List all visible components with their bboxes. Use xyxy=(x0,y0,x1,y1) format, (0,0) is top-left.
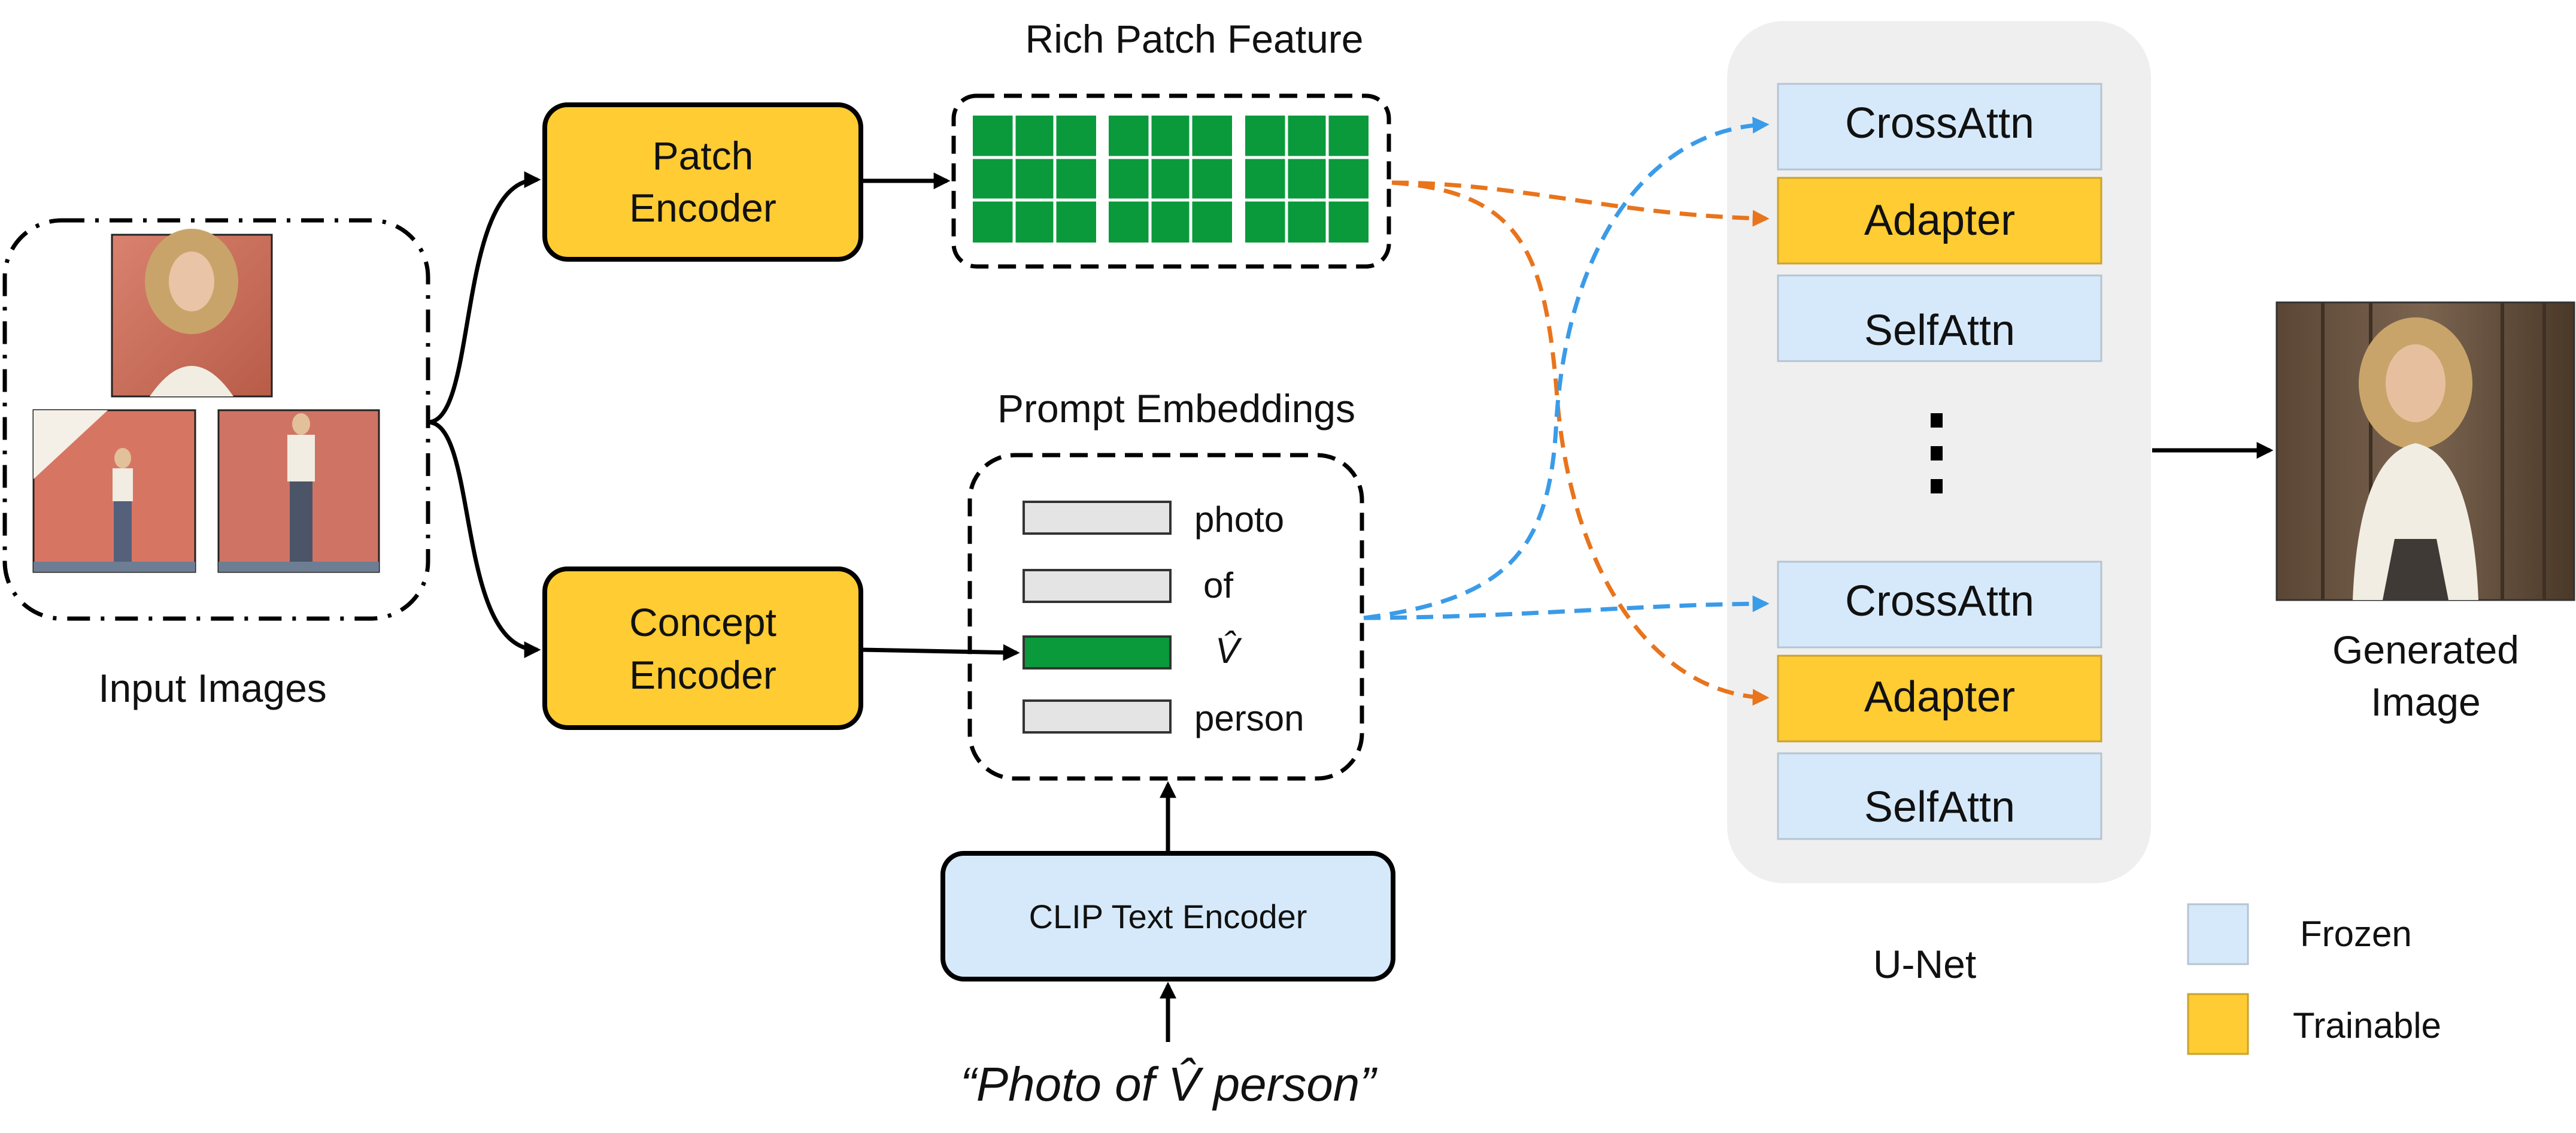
unet-selfattn-top-label: SelfAttn xyxy=(1864,307,2015,355)
input-photo-portrait xyxy=(111,229,273,398)
token-bar-person xyxy=(1022,699,1172,734)
generated-image xyxy=(2275,301,2575,601)
unet-crossattn-top-label: CrossAttn xyxy=(1845,99,2034,147)
arrow-input-to-concept-encoder xyxy=(427,420,541,658)
unet-crossattn-bottom xyxy=(1777,561,2102,649)
prompt-text: “Photo of V̂ person” xyxy=(960,1058,1377,1111)
unet-adapter-bottom xyxy=(1777,655,2102,743)
input-images-frame xyxy=(2,218,430,621)
generated-image-group: Generated Image xyxy=(2275,301,2575,724)
token-bar-photo xyxy=(1022,501,1172,535)
token-label-photo: photo xyxy=(1194,499,1284,540)
unet-ellipsis-dots xyxy=(1931,413,1943,493)
concept-encoder-block: Concept Encoder xyxy=(542,566,863,730)
rich-patch-title: Rich Patch Feature xyxy=(1025,17,1364,61)
input-photo-standing-right xyxy=(217,409,380,573)
legend-trainable-swatch xyxy=(2187,993,2249,1055)
unet-crossattn-top xyxy=(1777,83,2102,171)
patch-encoder-block: Patch Encoder xyxy=(542,102,863,262)
unet-selfattn-bottom-label: SelfAttn xyxy=(1864,783,2015,831)
rich-patch-frame xyxy=(951,93,1391,269)
concept-encoder-line2: Encoder xyxy=(629,653,776,697)
rich-patch-feature-group: Rich Patch Feature xyxy=(951,17,1391,269)
unet-group: CrossAttn Adapter SelfAttn CrossAttn Ada… xyxy=(1727,21,2151,986)
patch-grid-3 xyxy=(1245,116,1369,243)
unet-crossattn-bottom-label: CrossAttn xyxy=(1845,577,2034,625)
legend-frozen-label: Frozen xyxy=(2300,914,2412,954)
dashed-patch-to-adapter-top xyxy=(1391,180,1770,227)
prompt-embeddings-title: Prompt Embeddings xyxy=(997,386,1355,431)
clip-text-encoder-label: CLIP Text Encoder xyxy=(1029,898,1307,935)
token-bar-v-hat xyxy=(1022,635,1172,670)
prompt-embeddings-group: Prompt Embeddings photo of V̂ person xyxy=(967,386,1364,781)
legend-frozen-swatch xyxy=(2187,903,2249,965)
clip-text-encoder-block: CLIP Text Encoder xyxy=(940,851,1395,981)
unet-label: U-Net xyxy=(1873,942,1976,986)
unet-selfattn-top xyxy=(1777,274,2102,362)
arrow-concept-encoder-to-token xyxy=(860,644,1020,661)
token-label-v-hat: V̂ xyxy=(1215,631,1242,671)
generated-image-line2: Image xyxy=(2371,680,2480,724)
legend-trainable-label: Trainable xyxy=(2293,1005,2441,1046)
concept-encoder-line1: Concept xyxy=(629,600,776,644)
generated-image-line1: Generated xyxy=(2332,628,2519,672)
token-label-person: person xyxy=(1194,698,1304,738)
token-label-of: of xyxy=(1203,565,1233,605)
patch-grid-1 xyxy=(973,116,1096,243)
input-images-label: Input Images xyxy=(98,666,327,710)
token-bar-of xyxy=(1022,569,1172,603)
patch-encoder-line2: Encoder xyxy=(629,186,776,230)
dashed-patch-to-adapter-bottom xyxy=(1391,180,1770,706)
unet-adapter-top xyxy=(1777,177,2102,265)
patch-encoder-line1: Patch xyxy=(653,134,754,178)
input-photo-standing-left xyxy=(32,409,196,573)
patch-grid-2 xyxy=(1109,116,1232,243)
input-images-group: Input Images xyxy=(2,218,430,710)
unet-adapter-top-label: Adapter xyxy=(1864,196,2015,244)
dashed-prompt-to-crossattn-bottom xyxy=(1363,595,1770,620)
arrow-input-to-patch-encoder xyxy=(427,171,541,425)
unet-selfattn-bottom xyxy=(1777,752,2102,840)
unet-adapter-bottom-label: Adapter xyxy=(1864,673,2015,721)
legend: Frozen Trainable xyxy=(2187,903,2441,1055)
dashed-prompt-to-crossattn-top xyxy=(1363,116,1770,620)
prompt-embeddings-frame xyxy=(967,453,1364,781)
